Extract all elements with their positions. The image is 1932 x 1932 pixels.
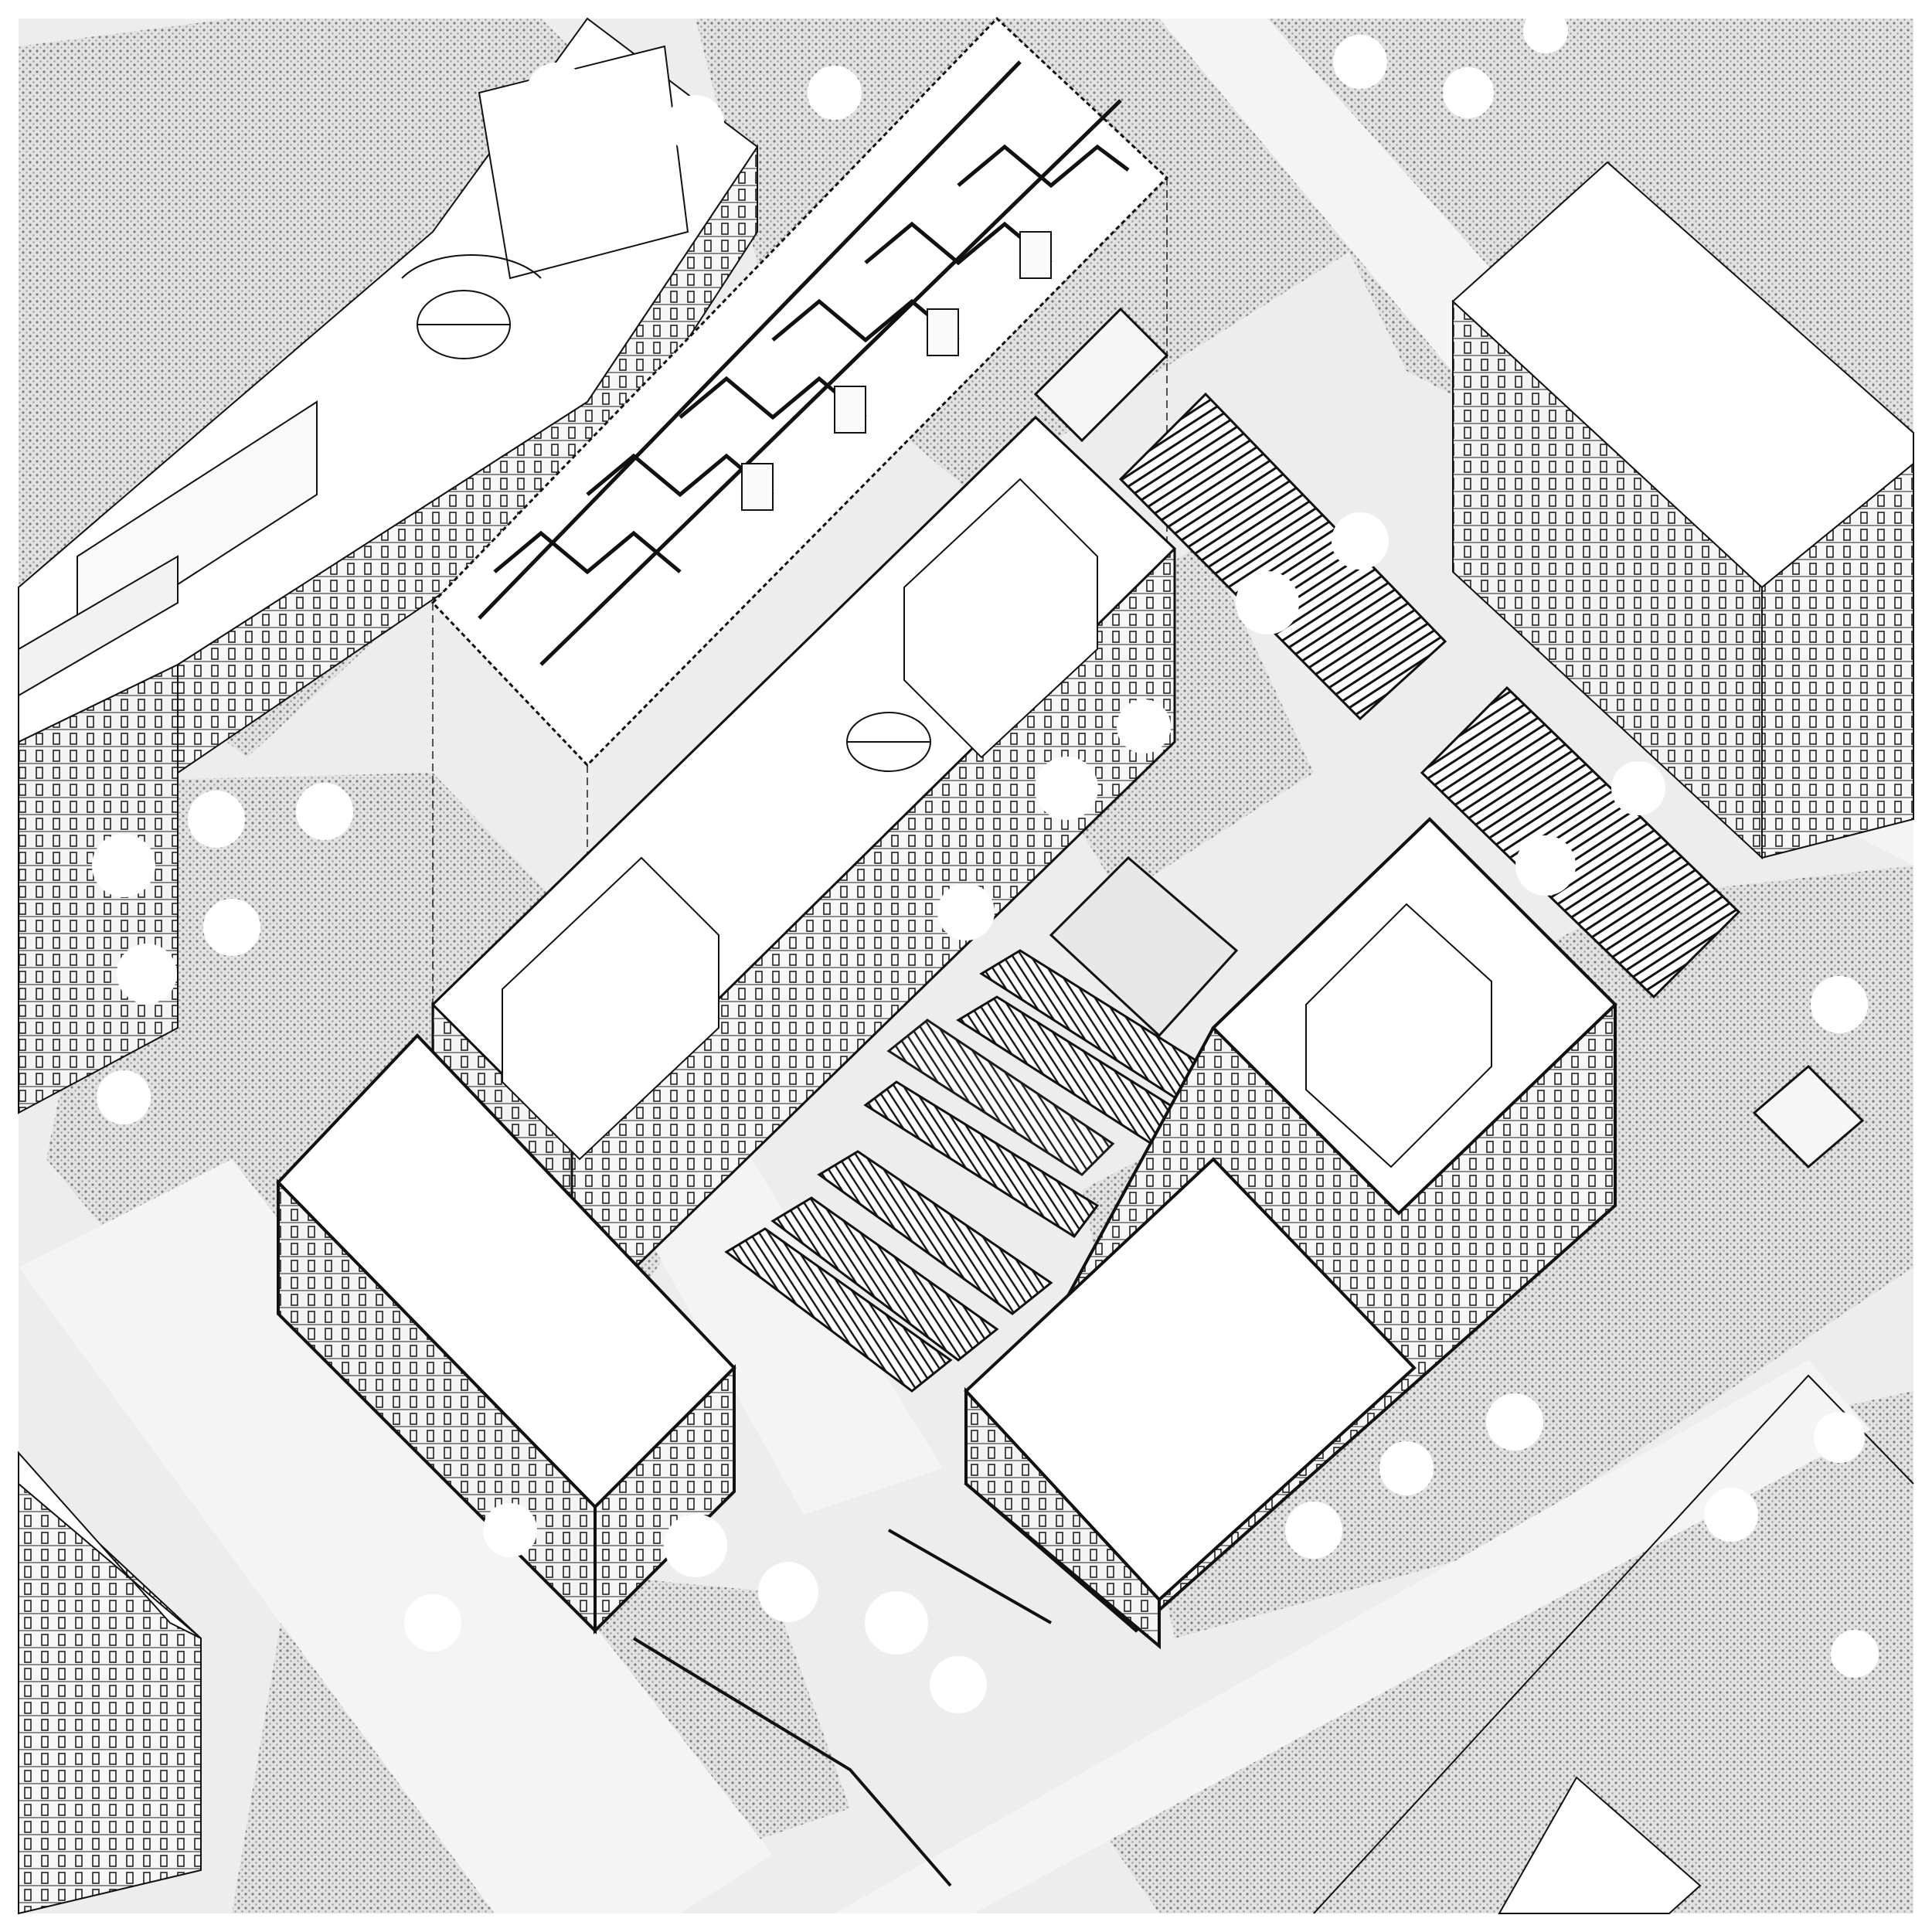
basketball-court (401, 254, 542, 359)
tree-canopies (92, 9, 1879, 1713)
south-plaza-outline (632, 1529, 1052, 1887)
building-block-east (1451, 161, 1914, 860)
green-roof-strips (1118, 392, 1741, 999)
building-block-center (430, 415, 1177, 1332)
building-block-southeast (964, 817, 1617, 1650)
courtyard-pavilion-center (1049, 855, 1239, 1038)
courtyard-pavilion-east (1752, 1064, 1865, 1169)
parking-strips (724, 949, 1208, 1393)
building-block-southwest-corner (18, 1451, 202, 1915)
floor-plan-cutaway (430, 16, 1169, 1175)
courtyard-pavilion-north (1033, 307, 1169, 443)
building-block-southeast-corner (1313, 1374, 1914, 1914)
